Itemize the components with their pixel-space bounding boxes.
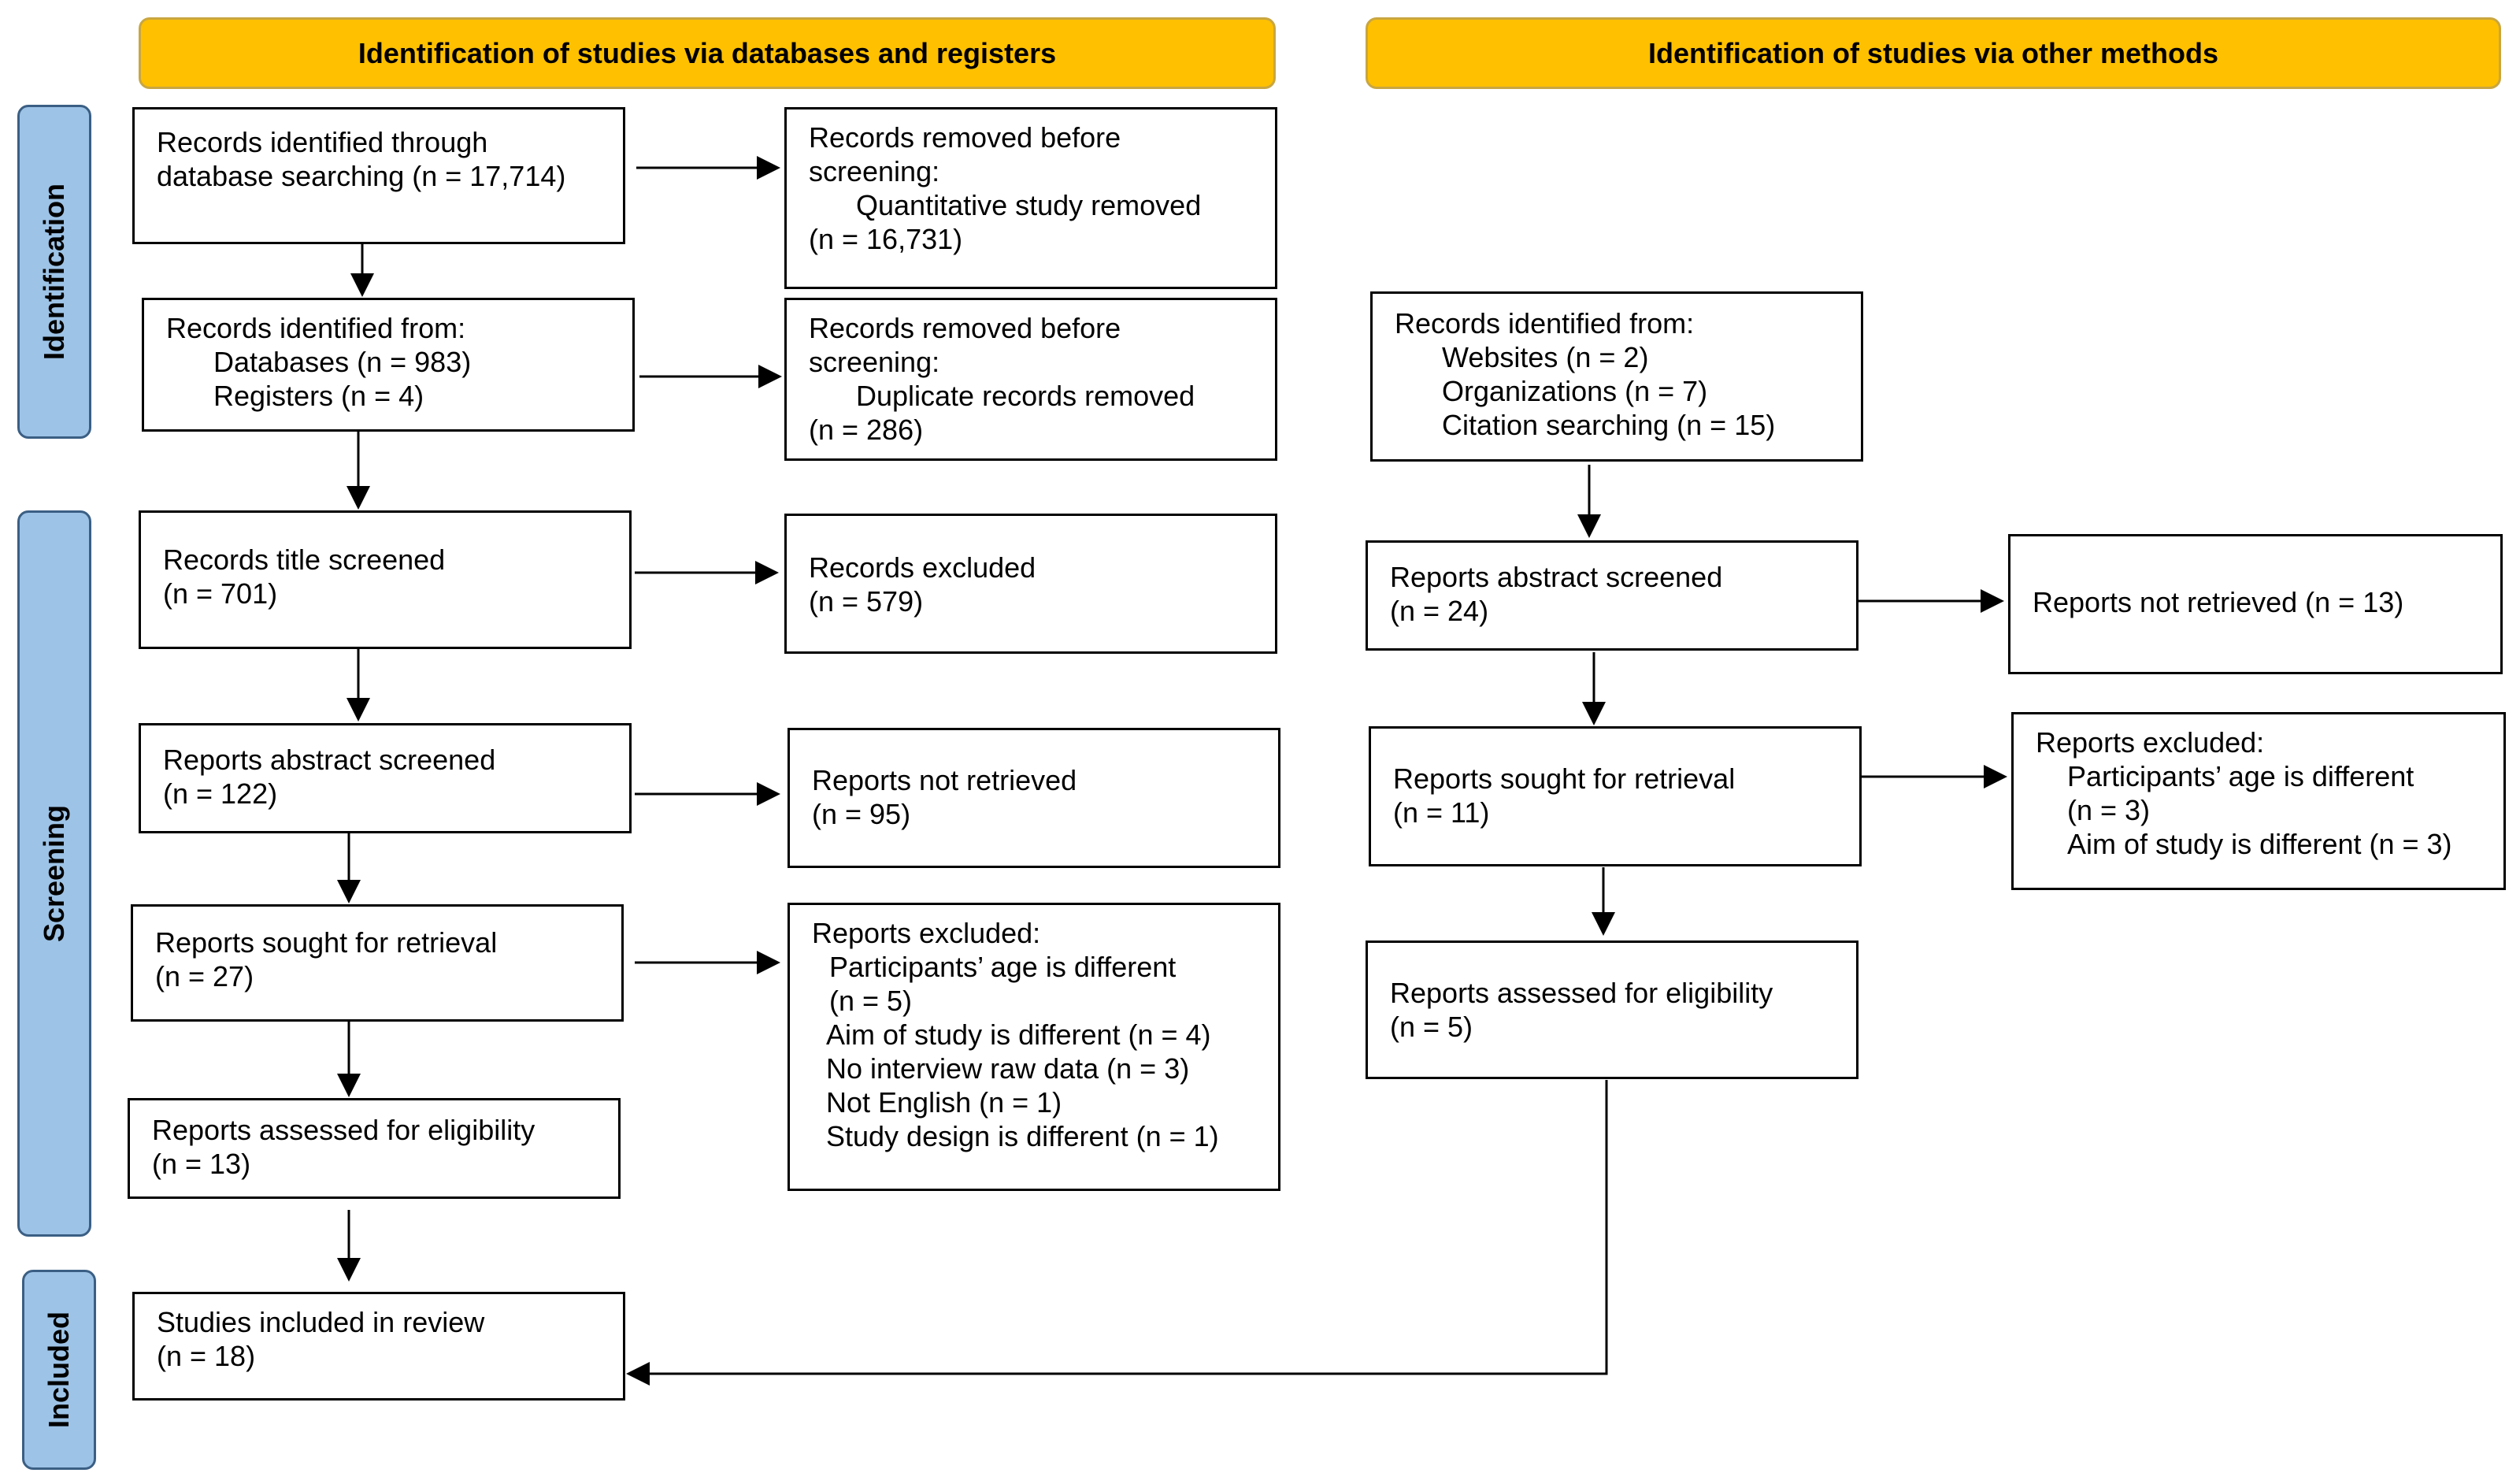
box-sought-for-retrieval: Reports sought for retrieval (n = 27) [131, 904, 624, 1022]
box-r-records-identified-from: Records identified from: Websites (n = 2… [1370, 291, 1863, 462]
box-text: Records removed before [809, 121, 1121, 154]
box-assessed-eligibility: Reports assessed for eligibility (n = 13… [128, 1098, 621, 1199]
box-text: Study design is different (n = 1) [826, 1120, 1219, 1152]
phase-identification-label: Identification [38, 184, 70, 360]
phase-screening: Screening [17, 510, 91, 1237]
header-other-methods: Identification of studies via other meth… [1366, 17, 2501, 89]
box-text: Records identified through [157, 126, 488, 158]
box-text: Studies included in review [157, 1306, 485, 1338]
box-records-excluded: Records excluded (n = 579) [784, 514, 1277, 654]
box-database-search: Records identified through database sear… [132, 107, 625, 244]
phase-included-label: Included [43, 1311, 75, 1429]
box-text: (n = 27) [155, 960, 254, 992]
box-removed-duplicates: Records removed before screening: Duplic… [784, 298, 1277, 461]
box-text: (n = 13) [152, 1148, 251, 1180]
box-text: Duplicate records removed [856, 380, 1195, 412]
box-text: Participants’ age is different [829, 951, 1177, 983]
box-text: (n = 579) [809, 585, 924, 618]
box-text: Aim of study is different (n = 3) [2067, 828, 2452, 860]
box-text: (n = 95) [812, 798, 911, 830]
box-text: Reports excluded: [812, 917, 1041, 949]
box-studies-included: Studies included in review (n = 18) [132, 1292, 625, 1401]
box-text: Records identified from: [166, 312, 466, 344]
box-r-abstract-screened: Reports abstract screened (n = 24) [1366, 540, 1858, 651]
box-text: Reports abstract screened [1390, 561, 1723, 593]
box-text: Records identified from: [1395, 307, 1695, 339]
box-text: Reports not retrieved [812, 764, 1077, 796]
box-r-not-retrieved: Reports not retrieved (n = 13) [2008, 534, 2503, 674]
box-text: No interview raw data (n = 3) [826, 1052, 1190, 1085]
box-not-retrieved: Reports not retrieved (n = 95) [788, 728, 1280, 868]
header-databases-registers: Identification of studies via databases … [139, 17, 1276, 89]
box-r-assessed-eligibility: Reports assessed for eligibility (n = 5) [1366, 940, 1858, 1079]
box-text: Registers (n = 4) [213, 380, 424, 412]
box-text: Databases (n = 983) [213, 346, 472, 378]
box-abstract-screened: Reports abstract screened (n = 122) [139, 723, 632, 833]
box-text: Reports abstract screened [163, 744, 496, 776]
box-text: Organizations (n = 7) [1442, 375, 1708, 407]
box-title-screened: Records title screened (n = 701) [139, 510, 632, 649]
box-text: Records title screened [163, 544, 446, 576]
box-text: (n = 16,731) [809, 223, 963, 255]
box-text: Reports not retrieved (n = 13) [2033, 586, 2404, 618]
box-text: Websites (n = 2) [1442, 341, 1649, 373]
box-text: Records excluded [809, 551, 1036, 584]
box-r-sought-for-retrieval: Reports sought for retrieval (n = 11) [1369, 726, 1862, 866]
box-text: Records removed before [809, 312, 1121, 344]
box-text: Reports assessed for eligibility [1390, 977, 1773, 1009]
box-text: (n = 286) [809, 414, 924, 446]
box-text: (n = 5) [829, 985, 913, 1017]
box-text: Reports sought for retrieval [1393, 762, 1736, 795]
phase-included: Included [22, 1270, 96, 1470]
box-text: (n = 3) [2067, 794, 2151, 826]
box-text: Reports assessed for eligibility [152, 1114, 536, 1146]
box-text: screening: [809, 346, 940, 378]
box-text: (n = 122) [163, 777, 278, 810]
box-text: Participants’ age is different [2067, 760, 2414, 792]
phase-screening-label: Screening [38, 804, 70, 943]
box-text: Quantitative study removed [856, 189, 1202, 221]
box-reports-excluded: Reports excluded: Participants’ age is d… [788, 903, 1280, 1191]
box-text: Aim of study is different (n = 4) [826, 1018, 1211, 1051]
box-text: Citation searching (n = 15) [1442, 409, 1776, 441]
box-text: Reports sought for retrieval [155, 926, 498, 959]
box-removed-quantitative: Records removed before screening: Quanti… [784, 107, 1277, 289]
box-text: (n = 11) [1393, 796, 1490, 829]
phase-identification: Identification [17, 105, 91, 439]
box-text: (n = 18) [157, 1340, 256, 1372]
box-text: (n = 701) [163, 577, 278, 610]
box-records-identified-from: Records identified from: Databases (n = … [142, 298, 635, 432]
box-text: (n = 5) [1390, 1011, 1473, 1043]
box-text: (n = 24) [1390, 595, 1489, 627]
arrow-r-assessed-to-included [626, 1080, 1608, 1386]
box-text: Not English (n = 1) [826, 1086, 1062, 1119]
box-text: screening: [809, 155, 940, 187]
box-text: Reports excluded: [2036, 726, 2265, 759]
box-r-reports-excluded: Reports excluded: Participants’ age is d… [2011, 712, 2506, 890]
box-text: database searching (n = 17,714) [157, 160, 566, 192]
